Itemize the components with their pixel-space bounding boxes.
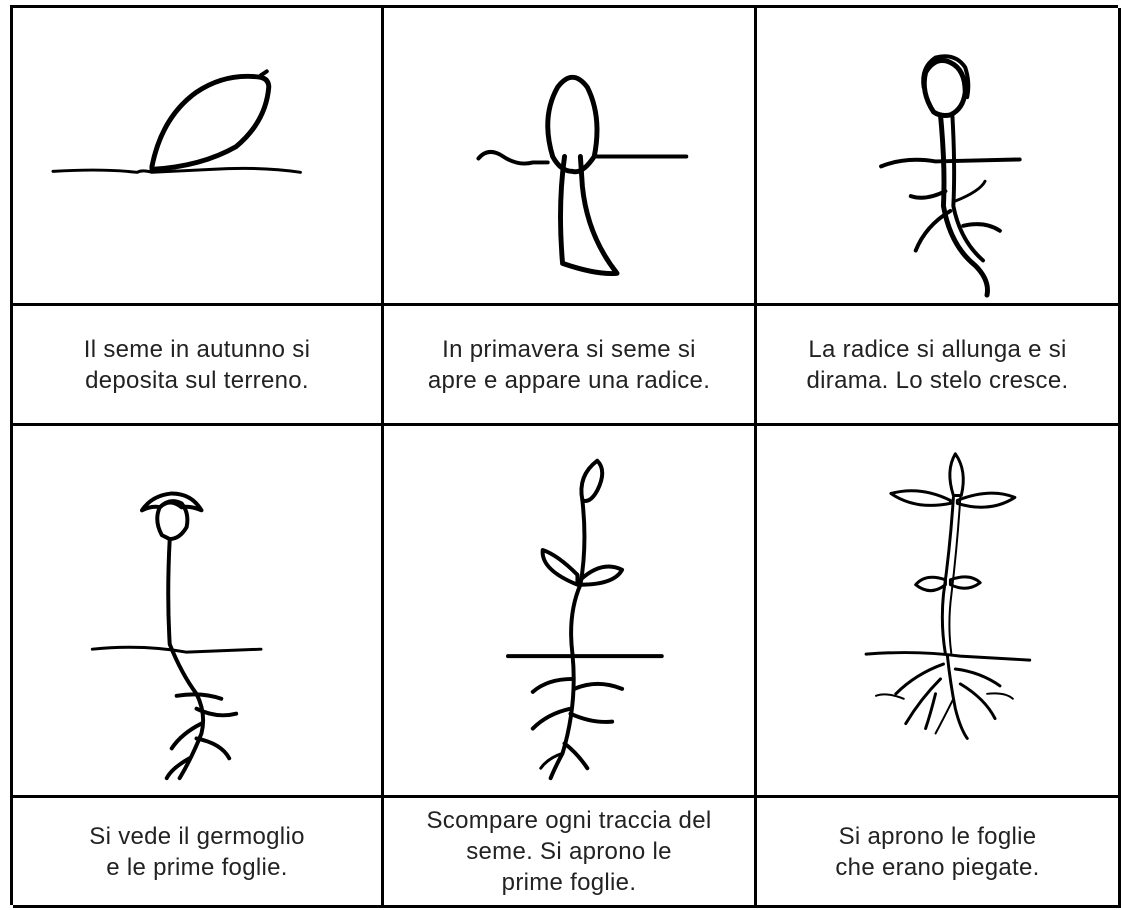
caption-text: Si aprono le foglie che erano piegate. [835, 822, 1040, 881]
root-branch-2 [572, 681, 625, 691]
caption-text: Scompare ogni traccia del seme. Si apron… [426, 807, 712, 896]
root-branch-3 [169, 721, 204, 751]
caption-text: In primavera si seme si apre e appare un… [427, 335, 711, 394]
root-branch-5 [562, 741, 590, 771]
seed-top [921, 57, 968, 118]
root-branch-1 [530, 676, 575, 694]
root-branch-4 [194, 736, 232, 761]
branch-4 [953, 179, 987, 203]
root-branch-6 [539, 751, 565, 770]
stem-root [937, 112, 990, 298]
mid-leaf-left [914, 575, 947, 593]
plant-growth-diagram: Il seme in autunno si deposita sul terre… [10, 5, 1121, 908]
branch-1 [908, 189, 948, 200]
open-seed [545, 74, 600, 175]
panel-4-caption: Si vede il germoglio e le prime foglie. [13, 798, 384, 908]
open-leaves-drawing [864, 452, 1032, 740]
root-branch-6 [934, 697, 955, 735]
seed-root-drawing [476, 74, 689, 277]
root-branch-3 [530, 706, 573, 731]
root-branch-2 [953, 667, 1002, 688]
seed-shape [149, 73, 272, 172]
leaf-left [540, 548, 580, 587]
young-plant-drawing [506, 458, 664, 781]
root-branch-5 [924, 692, 938, 731]
ground-line [476, 150, 550, 166]
root-branch-1 [174, 692, 224, 701]
root-branch-4 [568, 711, 615, 724]
panel-1-illustration [13, 8, 384, 306]
top-leaf [579, 458, 605, 503]
upper-leaf-left [889, 489, 952, 507]
panel-3-caption: La radice si allunga e si dirama. Lo ste… [757, 306, 1121, 426]
ground-line [51, 166, 302, 174]
branch-3 [961, 222, 1002, 233]
ground-line [879, 157, 1022, 169]
root-branch-7 [875, 693, 905, 700]
root-branch-1 [894, 662, 945, 696]
panel-1-caption: Il seme in autunno si deposita sul terre… [13, 306, 384, 426]
stem-2 [948, 496, 962, 656]
stem-root-2 [950, 112, 986, 263]
panel-6-caption: Si aprono le foglie che erano piegate. [757, 798, 1121, 908]
panel-4-illustration [13, 426, 384, 798]
root-branches-drawing [879, 54, 1022, 298]
panel-2-illustration [384, 8, 757, 306]
ground-line [864, 651, 1032, 662]
root [558, 154, 620, 277]
caption-text: Il seme in autunno si deposita sul terre… [83, 335, 311, 394]
root-branch-4 [958, 682, 997, 721]
main-root [945, 654, 969, 740]
seed-head [155, 499, 190, 542]
panel-5-illustration [384, 426, 757, 798]
leaf-right [578, 564, 625, 587]
top-leaf [948, 452, 965, 497]
seed-tip [258, 69, 269, 78]
upper-leaf-right [955, 491, 1017, 509]
ground-line [90, 645, 263, 654]
seed-cap [139, 491, 204, 513]
seed-on-ground-drawing [51, 69, 302, 174]
sprout-drawing [90, 491, 263, 781]
stem [940, 495, 955, 656]
panel-2-caption: In primavera si seme si apre e appare un… [384, 306, 757, 426]
root-branch-3 [904, 677, 942, 726]
root-branch-2 [194, 706, 239, 718]
branch-2 [913, 208, 953, 253]
seed-cap [921, 54, 971, 100]
panel-3-illustration [757, 8, 1121, 306]
caption-text: Si vede il germoglio e le prime foglie. [89, 822, 305, 881]
mid-leaf-right [948, 575, 982, 590]
panel-5-caption: Scompare ogni traccia del seme. Si apron… [384, 798, 757, 908]
panel-6-illustration [757, 426, 1121, 798]
stem [166, 537, 206, 781]
root-branch-8 [986, 692, 1014, 700]
caption-text: La radice si allunga e si dirama. Lo ste… [806, 335, 1069, 394]
root-branch-5 [164, 756, 192, 781]
